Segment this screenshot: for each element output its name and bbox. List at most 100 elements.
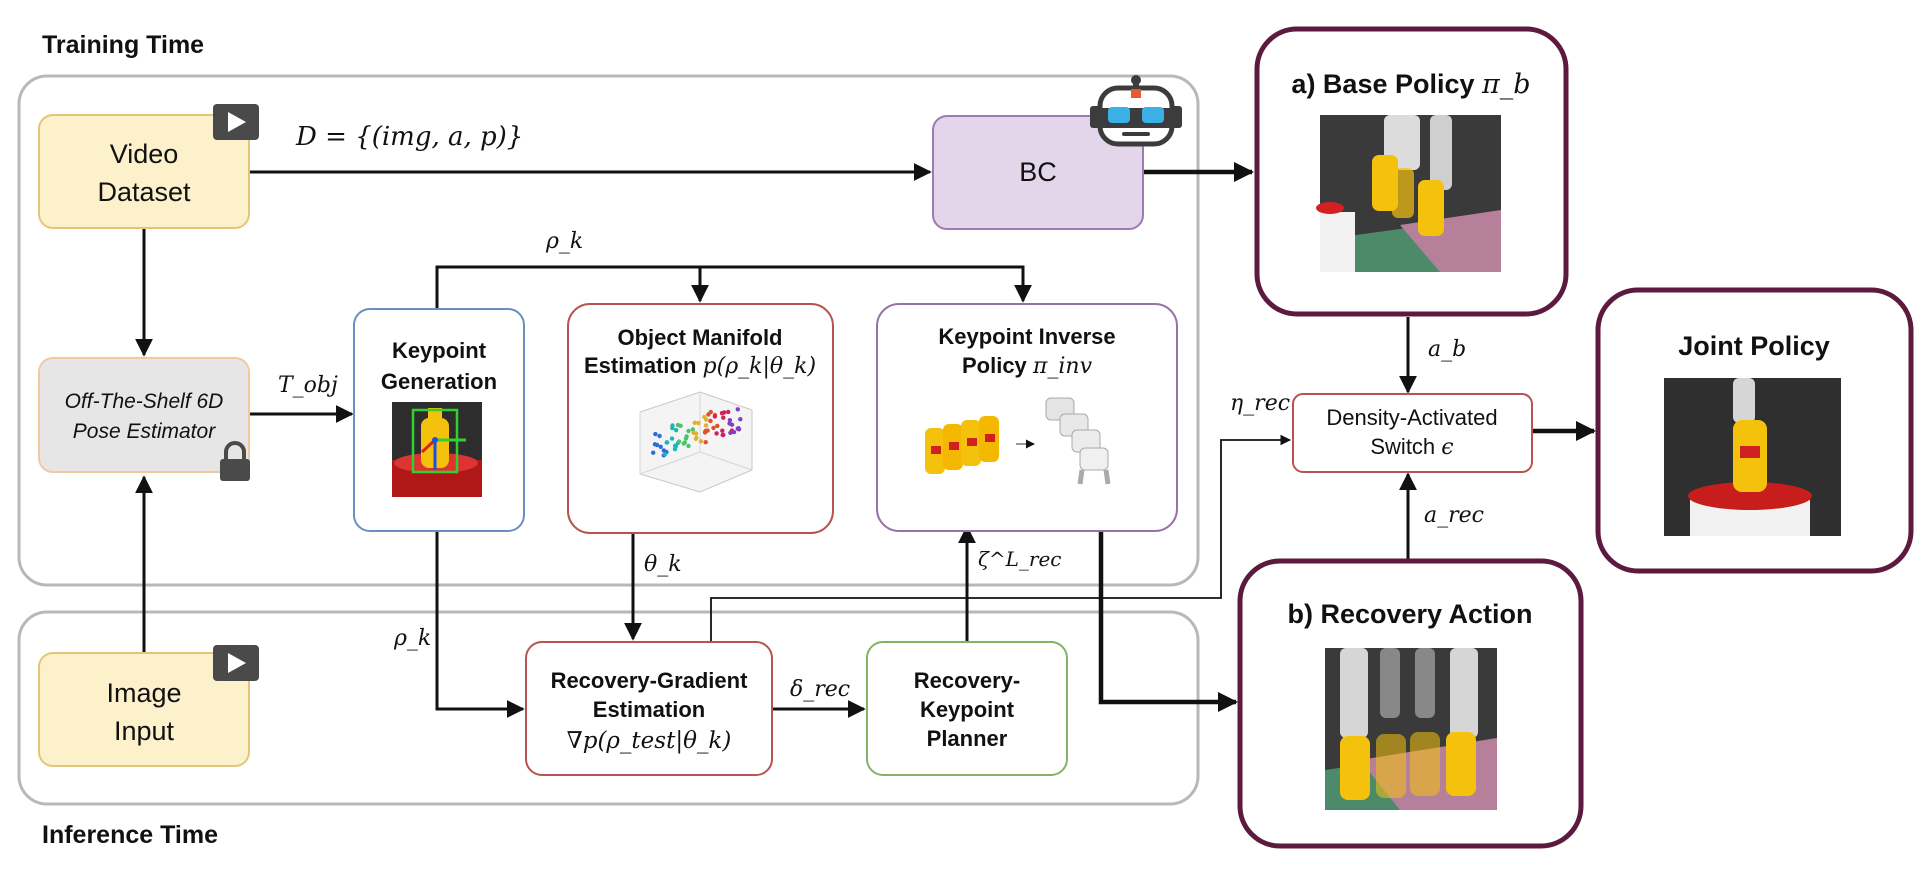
manifold-scatter-point [690,427,696,432]
keypoint-generation-line2: Generation [381,369,497,394]
play-icon [213,645,259,681]
manifold-scatter-point [669,436,675,441]
manifold-scatter-point [657,433,662,439]
recovery-gradient-line2: Estimation [593,697,705,722]
manifold-scatter-point [678,423,683,428]
manifold-scatter-point [721,432,726,438]
edge-label-rho-bottom: ρ_k [393,626,431,651]
pose-estimator-line1: Off-The-Shelf 6D [65,390,224,413]
switch-line1: Density-Activated [1326,405,1497,430]
manifold-scatter-point [727,418,733,423]
edge-label-theta: θ_k [644,552,682,577]
keypoint-inverse-line1: Keypoint Inverse [938,324,1115,349]
keypoint-photo [392,402,482,497]
edge-label-t-obj: T_obj [278,373,338,398]
manifold-scatter-point [704,417,709,422]
base-policy-title: a) Base Policy π_b [1291,69,1530,100]
manifold-scatter-point [720,428,725,433]
recovery-action-photo [1325,648,1497,810]
manifold-scatter-point [698,439,704,444]
manifold-scatter-point [738,417,743,422]
recovery-action-node: b) Recovery Action [1237,558,1584,849]
joint-policy-photo [1664,378,1841,536]
robot-icon [1090,75,1182,147]
video-dataset-line1: Video [110,139,179,169]
manifold-scatter-point [719,411,725,416]
mustard-bottles-illustration [925,416,1035,474]
manifold-scatter-point [714,431,719,436]
manifold-scatter-point [662,452,668,457]
edge-label-dataset: D = {(img, a, p)} [295,122,523,152]
recovery-planner-line2: Keypoint [920,697,1015,722]
joint-policy-title: Joint Policy [1678,331,1830,361]
manifold-scatter-point [676,439,682,444]
manifold-scatter-point [729,422,735,427]
image-input-line1: Image [106,678,181,708]
training-section [17,74,1200,587]
video-dataset-line2: Dataset [97,177,191,207]
manifold-scatter-point [651,450,656,455]
edge-inverse-to-recovery [1098,531,1239,713]
recovery-action-title: b) Recovery Action [1287,599,1532,629]
keypoint-inverse-node: Keypoint Inverse Policy π_inv [876,303,1178,532]
bc-label: BC [1019,157,1057,187]
object-manifold-line1: Object Manifold [618,325,783,350]
inference-section [17,610,1200,806]
recovery-gradient-line1: Recovery-Gradient [551,668,749,693]
manifold-scatter-point [708,409,713,415]
edge-keypoint-to-gradient [435,531,525,718]
edge-label-rho-top: ρ_k [545,229,583,254]
switch-node: Density-Activated Switch ϵ [1292,393,1533,473]
play-icon [213,104,259,140]
manifold-scatter-point [653,431,658,437]
manifold-scatter-point [715,423,720,429]
keypoint-inverse-line2: Policy π_inv [962,353,1093,379]
pose-estimator-node: Off-The-Shelf 6D Pose Estimator [38,357,250,473]
edge-rho-top-bracket [435,265,1032,309]
manifold-scatter-point [684,434,689,439]
image-input-line2: Input [114,716,175,746]
training-title: Training Time [42,31,204,59]
manifold-scatter-point [686,428,691,434]
manifold-scatter-point [712,414,718,419]
edge-label-a-b: a_b [1428,337,1466,362]
manifold-scatter-point [692,420,697,425]
manifold-scatter-point [670,423,675,428]
manifold-scatter-point [708,418,713,424]
manifold-scatter-point [686,443,691,449]
manifold-scatter-point [673,444,679,449]
edge-label-zeta: ζ^L_rec [978,547,1061,571]
keypoint-generation-line1: Keypoint [392,338,487,363]
manifold-scatter-point [703,423,709,428]
manifold-scatter-point [664,440,670,445]
recovery-gradient-node: Recovery-Gradient Estimation ∇p(ρ_test|θ… [525,641,773,776]
manifold-scatter-point [731,429,737,435]
manifold-scatter-point [658,444,663,449]
manifold-scatter-point [693,436,699,441]
manifold-scatter-point [703,440,708,445]
edge-label-delta: δ_rec [790,677,850,702]
manifold-scatter-point [654,442,660,448]
joint-policy-node: Joint Policy [1595,287,1914,574]
manifold-scatter-point [696,420,701,426]
inference-title: Inference Time [42,821,218,849]
edge-gradient-to-switch [710,434,1292,642]
recovery-planner-line3: Planner [927,726,1008,751]
image-input-node: Image Input [38,652,250,767]
manifold-scatter-point [721,415,726,420]
video-dataset-node: Video Dataset [38,114,250,229]
keypoint-generation-node: Keypoint Generation [353,308,525,532]
object-manifold-node: Object Manifold Estimation p(ρ_k|θ_k) [567,303,834,534]
object-manifold-line2: Estimation p(ρ_k|θ_k) [584,353,816,379]
recovery-gradient-line3: ∇p(ρ_test|θ_k) [567,728,732,754]
manifold-3d-plot [639,391,753,493]
edge-label-a-rec: a_rec [1424,503,1484,528]
manifold-scatter-point [735,407,740,412]
manifold-scatter-point [705,428,710,433]
manifold-scatter-point [711,425,716,431]
manifold-scatter-point [682,440,687,445]
manifold-scatter-point [673,428,679,433]
lock-icon [220,441,250,481]
